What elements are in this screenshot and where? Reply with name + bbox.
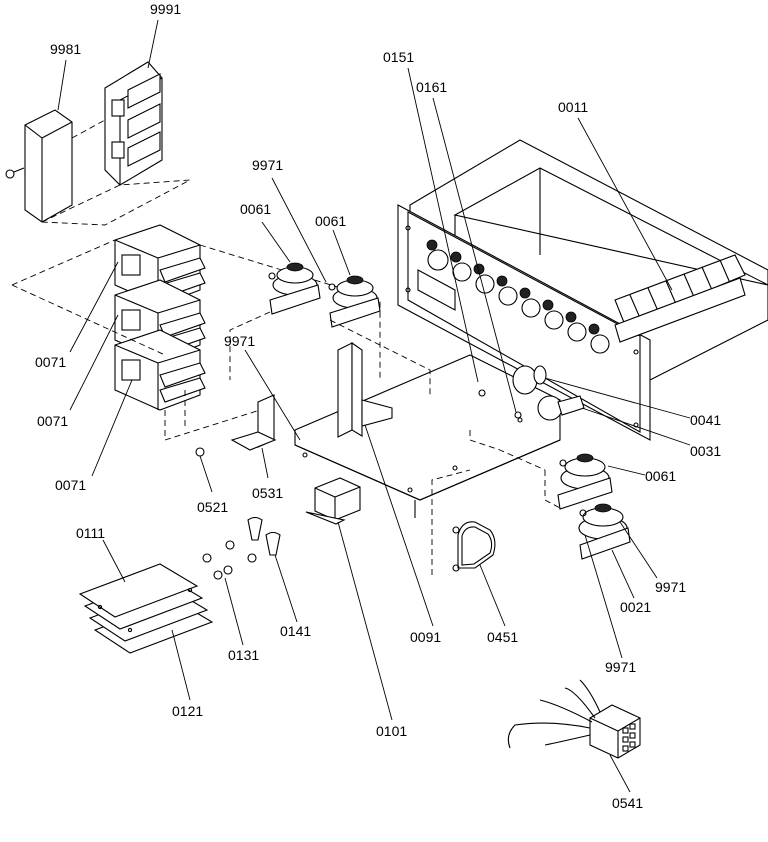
- terminal-block-9991: [104, 61, 163, 186]
- callout-9971-mid: 9971: [224, 333, 255, 349]
- callout-0121: 0121: [172, 703, 203, 719]
- thermostat-0021: [578, 503, 631, 560]
- leader-lines: [57, 19, 691, 793]
- terminal-strip: [614, 254, 746, 343]
- callout-9971-r1: 9971: [655, 579, 686, 595]
- thermostat-0061-b: [328, 275, 381, 328]
- callout-0541: 0541: [612, 795, 643, 811]
- callout-0061-a: 0061: [240, 201, 271, 217]
- harness-0451: [452, 521, 496, 572]
- callout-0061-c: 0061: [645, 468, 676, 484]
- cover-9981: [5, 109, 73, 223]
- bracket-0091: [337, 341, 393, 438]
- callout-0141: 0141: [280, 623, 311, 639]
- sensor-0041: [512, 365, 547, 395]
- bracket-0531: [230, 394, 277, 451]
- callout-9971-r2: 9971: [605, 659, 636, 675]
- insulator-stack-0111: [78, 563, 214, 654]
- callout-9991: 9991: [150, 1, 181, 17]
- callout-0011: 0011: [558, 99, 588, 115]
- callout-0071-b: 0071: [37, 413, 68, 429]
- sensor-0031: [537, 395, 585, 421]
- callout-0031: 0031: [690, 443, 721, 459]
- callout-0151: 0151: [383, 49, 414, 65]
- screw-0521: [195, 447, 205, 457]
- callout-9971-top: 9971: [252, 157, 283, 173]
- callout-0111: 0111: [76, 525, 105, 541]
- callout-0021: 0021: [620, 599, 651, 615]
- callout-0131: 0131: [228, 647, 259, 663]
- callout-0071-a: 0071: [35, 354, 66, 370]
- base-plate: [294, 354, 561, 518]
- callout-0531: 0531: [252, 485, 283, 501]
- wire-connector-0541: [507, 679, 641, 759]
- relay-0101: [305, 477, 361, 525]
- wire-nut-0141: [247, 516, 281, 556]
- thermostat-0061-c: [557, 453, 613, 510]
- callout-0101: 0101: [376, 723, 407, 739]
- callout-0161: 0161: [416, 79, 447, 95]
- switch-0071-bottom: [114, 329, 206, 411]
- callout-0071-c: 0071: [55, 477, 86, 493]
- thermostat-0061-a: [268, 262, 321, 315]
- switch-stack-0071: [114, 224, 206, 411]
- callout-0451: 0451: [487, 629, 518, 645]
- callout-0061-b: 0061: [315, 213, 346, 229]
- callout-9981: 9981: [50, 41, 81, 57]
- screw-icon: [5, 167, 25, 179]
- callout-labels: 9991 9981 0151 0161 0011 9971 0061 0061 …: [35, 1, 721, 811]
- screw-set-0131: [202, 540, 257, 580]
- callout-0521: 0521: [197, 499, 228, 515]
- callout-0091: 0091: [410, 629, 441, 645]
- callout-0041: 0041: [690, 412, 721, 428]
